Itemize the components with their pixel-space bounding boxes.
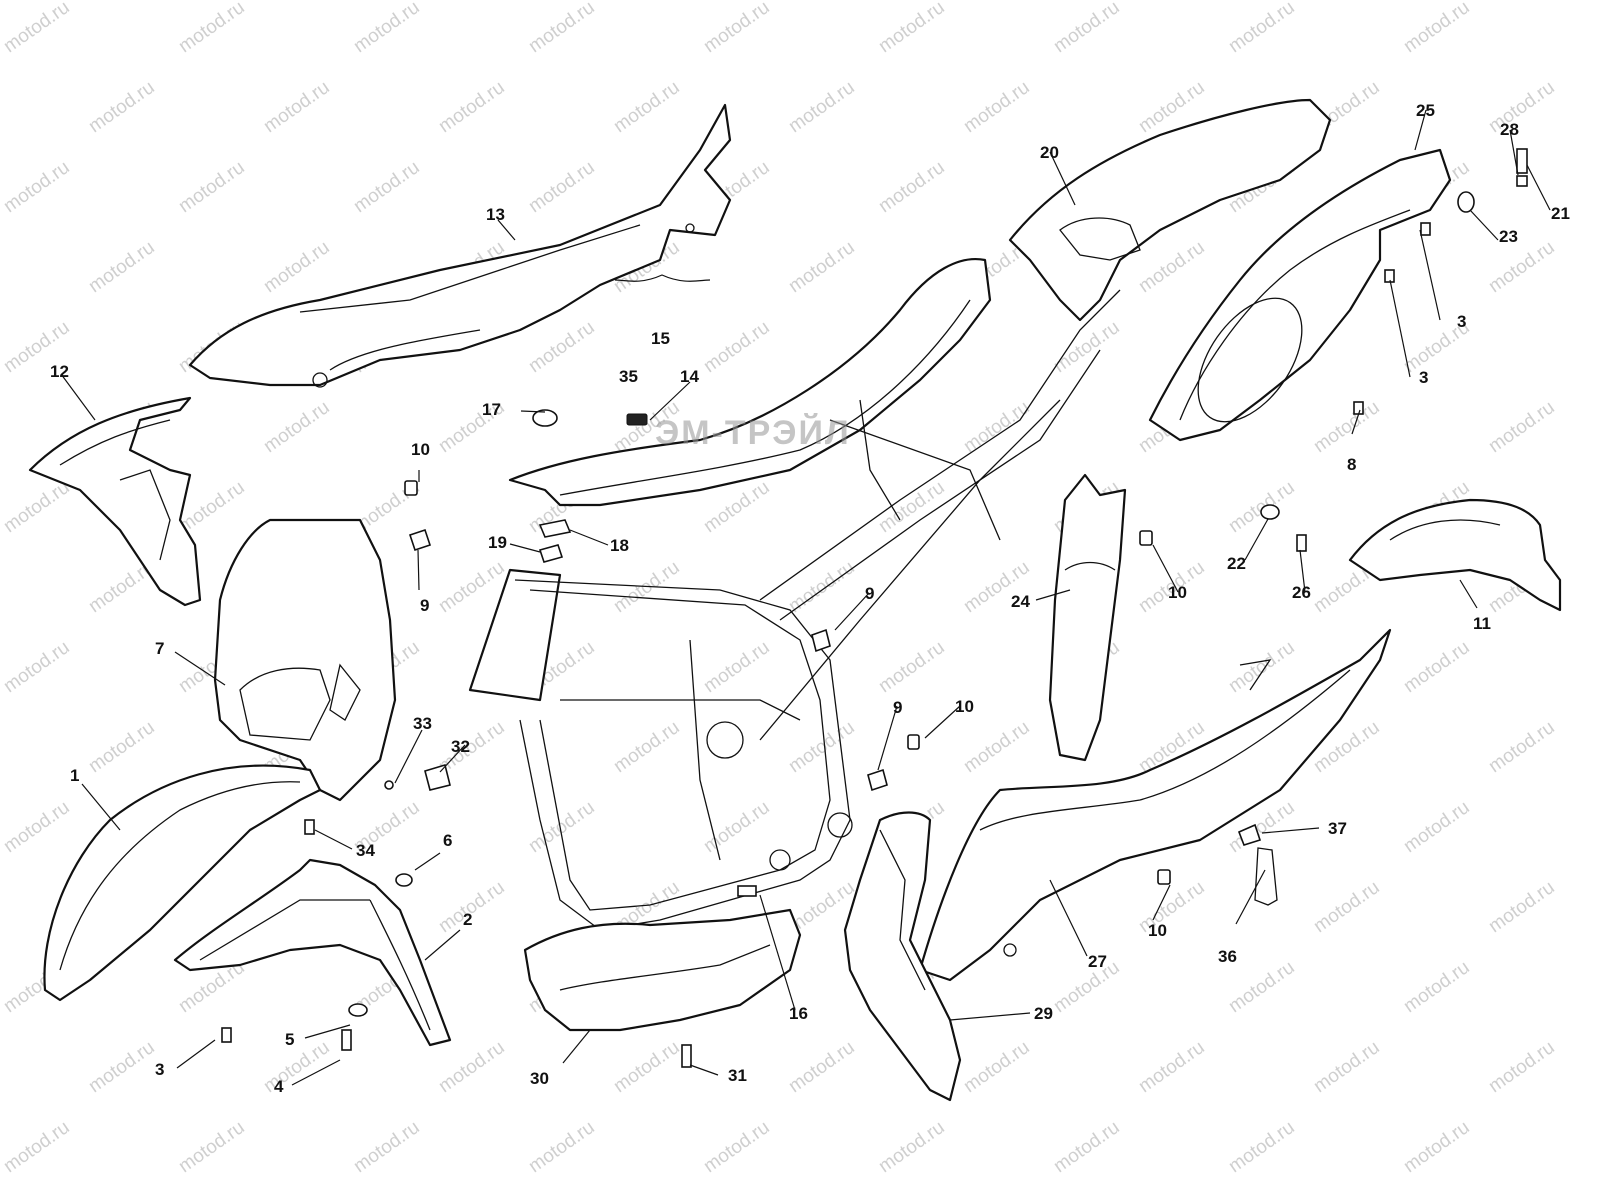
hardware-items <box>221 148 1528 1068</box>
callout-28: 28 <box>1500 120 1519 139</box>
callout-3: 3 <box>155 1060 165 1079</box>
screw-3b <box>1420 222 1431 236</box>
clip-16 <box>737 885 757 897</box>
leader-lines <box>60 109 1551 1086</box>
callout-37: 37 <box>1328 819 1347 838</box>
screw-33 <box>384 780 394 790</box>
screw-10c <box>907 734 920 750</box>
callout-21: 21 <box>1551 204 1570 223</box>
callout-11: 11 <box>1473 614 1491 633</box>
callout-22: 22 <box>1227 554 1246 573</box>
callout-9: 9 <box>893 698 903 717</box>
callout-15: 15 <box>651 329 670 348</box>
callout-14: 14 <box>680 367 699 386</box>
part-side-cover-13 <box>188 103 732 388</box>
callout-7: 7 <box>155 639 165 658</box>
part-radiator-shroud-29 <box>843 811 962 1102</box>
callout-8: 8 <box>1347 455 1357 474</box>
callout-2: 2 <box>463 910 473 929</box>
part-fork-guard-2 <box>173 858 452 1047</box>
callout-29: 29 <box>1034 1004 1053 1023</box>
screw-26 <box>1296 534 1307 552</box>
callout-19: 19 <box>488 533 507 552</box>
callout-16: 16 <box>789 1004 808 1023</box>
part-radiator-shroud-12 <box>28 396 202 607</box>
screw-8 <box>1353 401 1364 415</box>
nut-6 <box>395 873 413 887</box>
callout-3: 3 <box>1457 312 1467 331</box>
screw-3a <box>221 1027 232 1043</box>
clip-9a <box>408 528 432 552</box>
callout-36: 36 <box>1218 947 1237 966</box>
callout-1: 1 <box>70 766 80 785</box>
screw-21 <box>1516 148 1528 174</box>
callout-10: 10 <box>1168 583 1187 602</box>
part-mud-flap-24 <box>1048 473 1127 762</box>
clip-37 <box>1237 823 1262 846</box>
part-rear-tail-25 <box>1148 148 1452 442</box>
callout-9: 9 <box>420 596 430 615</box>
clip-18 <box>538 519 572 538</box>
callout-4: 4 <box>274 1077 284 1096</box>
clip-9b <box>811 628 831 653</box>
callout-26: 26 <box>1292 583 1311 602</box>
clip-9c <box>867 768 888 792</box>
screw-10b <box>1139 530 1153 546</box>
screw-34 <box>304 819 315 835</box>
pad-35 <box>626 413 648 426</box>
nut-28 <box>1516 175 1528 187</box>
callout-30: 30 <box>530 1069 549 1088</box>
callout-27: 27 <box>1088 952 1107 971</box>
washer-5 <box>348 1003 368 1017</box>
grommet-17 <box>532 409 558 427</box>
screw-31 <box>681 1044 692 1068</box>
screw-10a <box>404 480 418 496</box>
part-frame <box>468 289 1121 931</box>
part-seat-14 <box>508 258 992 507</box>
clamp-32 <box>424 763 451 791</box>
callout-18: 18 <box>610 536 629 555</box>
pin-36 <box>1254 847 1278 906</box>
callout-10: 10 <box>955 697 974 716</box>
part-tail-20 <box>1008 98 1332 322</box>
bolt-4 <box>341 1029 352 1051</box>
callout-31: 31 <box>728 1066 747 1085</box>
callout-17: 17 <box>482 400 501 419</box>
callout-23: 23 <box>1499 227 1518 246</box>
callout-25: 25 <box>1416 101 1435 120</box>
callout-13: 13 <box>486 205 505 224</box>
part-front-fender-1 <box>43 764 322 1002</box>
clip-19 <box>538 544 564 563</box>
callout-20: 20 <box>1040 143 1059 162</box>
callout-9: 9 <box>865 584 875 603</box>
callout-35: 35 <box>619 367 638 386</box>
screw-10d <box>1157 869 1171 885</box>
screw-3c <box>1384 269 1395 283</box>
callout-33: 33 <box>413 714 432 733</box>
callout-5: 5 <box>285 1030 295 1049</box>
grommet-22 <box>1260 504 1280 520</box>
part-number-plate-7 <box>213 518 397 802</box>
part-side-panel-27 <box>918 628 1392 982</box>
callout-24: 24 <box>1011 592 1030 611</box>
callout-10: 10 <box>411 440 430 459</box>
callout-10: 10 <box>1148 921 1167 940</box>
callout-12: 12 <box>50 362 69 381</box>
callout-3: 3 <box>1419 368 1429 387</box>
part-rear-fender-11 <box>1348 498 1562 612</box>
brand-watermark: ЭМ-ТРЭЙЛ <box>655 414 851 452</box>
callout-34: 34 <box>356 841 375 860</box>
callout-32: 32 <box>451 737 470 756</box>
callout-6: 6 <box>443 831 453 850</box>
grommet-23 <box>1457 191 1475 213</box>
part-skid-plate-30 <box>523 908 802 1032</box>
